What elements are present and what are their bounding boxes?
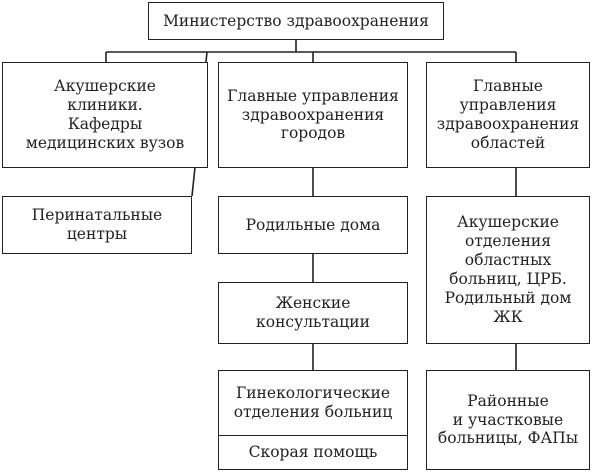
womens-consultations-box: Женские консультации bbox=[218, 282, 408, 344]
obstetric-departments-box: Акушерские отделения областных больниц, … bbox=[426, 196, 590, 344]
perinatal-centers-box: Перинатальные центры bbox=[2, 196, 192, 254]
gynecology-departments-label: Гинекологические отделения больниц bbox=[233, 384, 393, 421]
district-hospitals-box: Районные и участковые больницы, ФАПы bbox=[426, 370, 590, 470]
maternity-homes-box: Родильные дома bbox=[218, 196, 408, 254]
ambulance-label: Скорая помощь bbox=[219, 435, 407, 469]
obstetric-clinics-box: Акушерские клиники. Кафедры медицинских … bbox=[2, 62, 208, 168]
city-health-departments-box: Главные управления здравоохранения город… bbox=[218, 62, 408, 168]
gynecology-departments-box: Гинекологические отделения больниц Скора… bbox=[218, 370, 408, 470]
ministry-box: Министерство здравоохранения bbox=[148, 2, 444, 40]
regional-health-departments-box: Главные управления здравоохранения облас… bbox=[426, 62, 590, 168]
